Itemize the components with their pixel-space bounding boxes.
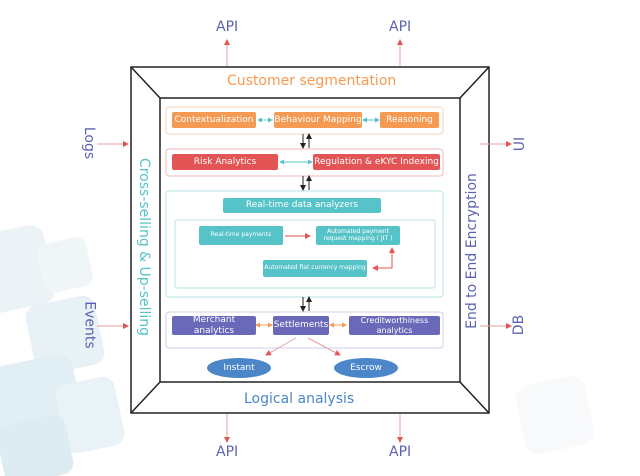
- creditworthiness-analytics-box[interactable]: Creditworthiness analytics: [349, 316, 440, 335]
- ui-label: UI: [512, 136, 529, 152]
- instant-settlement-node[interactable]: Instant: [207, 358, 271, 378]
- behaviour-mapping-box[interactable]: Behaviour Mapping: [274, 112, 362, 128]
- frame-right-title: End to End Encryption: [464, 173, 480, 329]
- db-label: DB: [511, 314, 528, 336]
- frame-bottom-title: Logical analysis: [244, 391, 355, 407]
- jit-mapping-box[interactable]: Automated payment request mapping ( JIT …: [316, 226, 400, 245]
- reasoning-box[interactable]: Reasoning: [380, 112, 439, 128]
- api-bottom-left-label: API: [216, 444, 239, 460]
- merchant-analytics-box[interactable]: Merchant analytics: [172, 315, 256, 336]
- events-label: Events: [81, 301, 98, 349]
- fiat-currency-mapping-box[interactable]: Automated fiat currency mapping: [263, 260, 367, 277]
- settlements-box[interactable]: Settlements: [273, 316, 329, 335]
- risk-analytics-box[interactable]: Risk Analytics: [172, 154, 278, 170]
- escrow-settlement-node[interactable]: Escrow: [334, 358, 398, 378]
- api-bottom-right-label: API: [389, 444, 412, 460]
- api-top-left-label: API: [216, 19, 239, 35]
- realtime-payments-box[interactable]: Real-time payments: [199, 226, 283, 245]
- frame-left-title: Cross-selling & Up-selling: [136, 157, 152, 337]
- realtime-analyzers-title[interactable]: Real-time data analyzers: [223, 198, 381, 213]
- frame-top-title: Customer segmentation: [227, 73, 397, 89]
- api-top-right-label: API: [389, 19, 412, 35]
- logs-label: Logs: [81, 126, 98, 160]
- contextualization-box[interactable]: Contextualization: [172, 112, 256, 128]
- regulation-ekyc-box[interactable]: Regulation & eKYC Indexing: [313, 154, 440, 170]
